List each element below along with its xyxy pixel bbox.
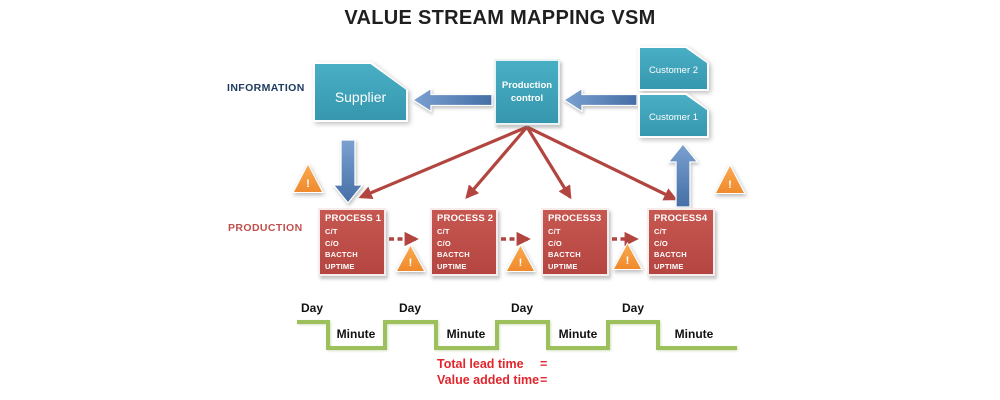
page-title: VALUE STREAM MAPPING VSM xyxy=(344,7,656,29)
lead-time-timeline-line xyxy=(297,320,737,350)
value-added-time-equals: = xyxy=(540,373,548,387)
process-3-stat-co: C/O xyxy=(548,238,562,248)
information-lane-label: INFORMATION xyxy=(227,82,305,94)
supplier-label: Supplier xyxy=(315,64,406,120)
total-lead-time-equals: = xyxy=(540,357,548,371)
process-4-stat-co: C/O xyxy=(654,238,668,248)
process-2-stat-ct: C/T xyxy=(437,227,450,236)
warning-icon: ! xyxy=(505,244,536,272)
process-1-box: PROCESS 1 C/T C/O BACTCH UPTIME xyxy=(318,208,386,276)
process-4-stat-batch: BACTCH xyxy=(654,250,687,260)
timeline-minute-label: Minute xyxy=(674,327,714,341)
process-3-box: PROCESS3 C/T C/O BACTCH UPTIME xyxy=(541,208,609,276)
process-4-box: PROCESS4 C/T C/O BACTCH UPTIME xyxy=(647,208,715,276)
timeline-minute-label: Minute xyxy=(558,327,598,341)
schedule-arrow-process2 xyxy=(465,125,529,200)
timeline-minute-label: Minute xyxy=(446,327,486,341)
customer-2-box: Customer 2 xyxy=(638,46,709,91)
process-2-stat-co: C/O xyxy=(437,238,451,248)
schedule-arrow-process4 xyxy=(526,125,678,201)
process-1-stat-uptime: UPTIME xyxy=(325,261,355,271)
totals-block: Total lead time = Value added time = xyxy=(437,357,547,389)
material-flow-arrow-supplier-to-process1 xyxy=(332,139,364,205)
timeline-day-label: Day xyxy=(621,301,645,315)
process-1-stat-batch: BACTCH xyxy=(325,250,358,260)
total-lead-time-row: Total lead time = xyxy=(437,357,547,373)
exclamation-icon: ! xyxy=(408,257,413,269)
production-lane-label: PRODUCTION xyxy=(228,222,303,234)
supplier-box: Supplier xyxy=(313,62,408,122)
process-2-box: PROCESS 2 C/T C/O BACTCH UPTIME xyxy=(430,208,498,276)
material-flow-arrow-process4-to-customer1 xyxy=(667,142,699,208)
exclamation-icon: ! xyxy=(625,255,630,267)
process-3-stat-uptime: UPTIME xyxy=(548,261,578,271)
process-4-stat-ct: C/T xyxy=(654,227,667,236)
schedule-arrow-process3 xyxy=(525,126,572,200)
warning-icon: ! xyxy=(612,242,643,270)
value-added-time-label: Value added time xyxy=(437,373,540,387)
info-flow-arrow-to-supplier xyxy=(411,87,493,113)
process-2-stat-batch: BACTCH xyxy=(437,250,470,260)
process-4-name: PROCESS4 xyxy=(654,213,708,224)
warning-icon: ! xyxy=(292,163,324,193)
exclamation-icon: ! xyxy=(306,178,310,190)
production-control-label: Production control xyxy=(501,79,553,104)
info-flow-arrow-to-production-control xyxy=(562,87,638,113)
process-2-stat-uptime: UPTIME xyxy=(437,261,467,271)
process-1-stat-ct: C/T xyxy=(325,227,338,236)
total-lead-time-label: Total lead time xyxy=(437,357,524,371)
process-4-stat-uptime: UPTIME xyxy=(654,261,684,271)
exclamation-icon: ! xyxy=(728,179,732,191)
warning-icon: ! xyxy=(395,244,426,272)
process-2-name: PROCESS 2 xyxy=(437,213,494,224)
timeline-day-label: Day xyxy=(300,301,324,315)
process-3-name: PROCESS3 xyxy=(548,213,602,224)
exclamation-icon: ! xyxy=(518,257,523,269)
customer-1-box: Customer 1 xyxy=(638,93,709,138)
process-1-stat-co: C/O xyxy=(325,238,339,248)
schedule-arrow-process1 xyxy=(358,125,528,200)
warning-icon: ! xyxy=(714,164,746,194)
process-3-stat-batch: BACTCH xyxy=(548,250,581,260)
timeline-day-label: Day xyxy=(510,301,534,315)
process-3-stat-ct: C/T xyxy=(548,227,561,236)
process-1-name: PROCESS 1 xyxy=(325,213,382,224)
timeline-day-label: Day xyxy=(398,301,422,315)
timeline-minute-label: Minute xyxy=(336,327,376,341)
value-added-time-row: Value added time = xyxy=(437,373,547,389)
production-control-box: Production control xyxy=(494,59,560,125)
